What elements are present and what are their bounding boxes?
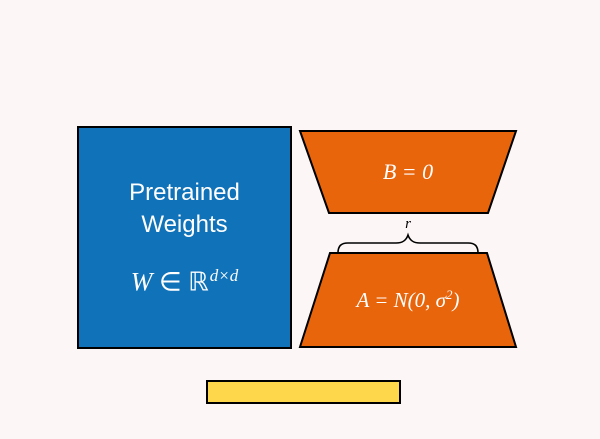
matrix-a-trapezoid (298, 252, 518, 348)
output-bar (206, 380, 401, 404)
rank-brace (337, 232, 479, 254)
pretrained-weights-box (77, 126, 292, 349)
matrix-b-trapezoid (298, 130, 518, 214)
